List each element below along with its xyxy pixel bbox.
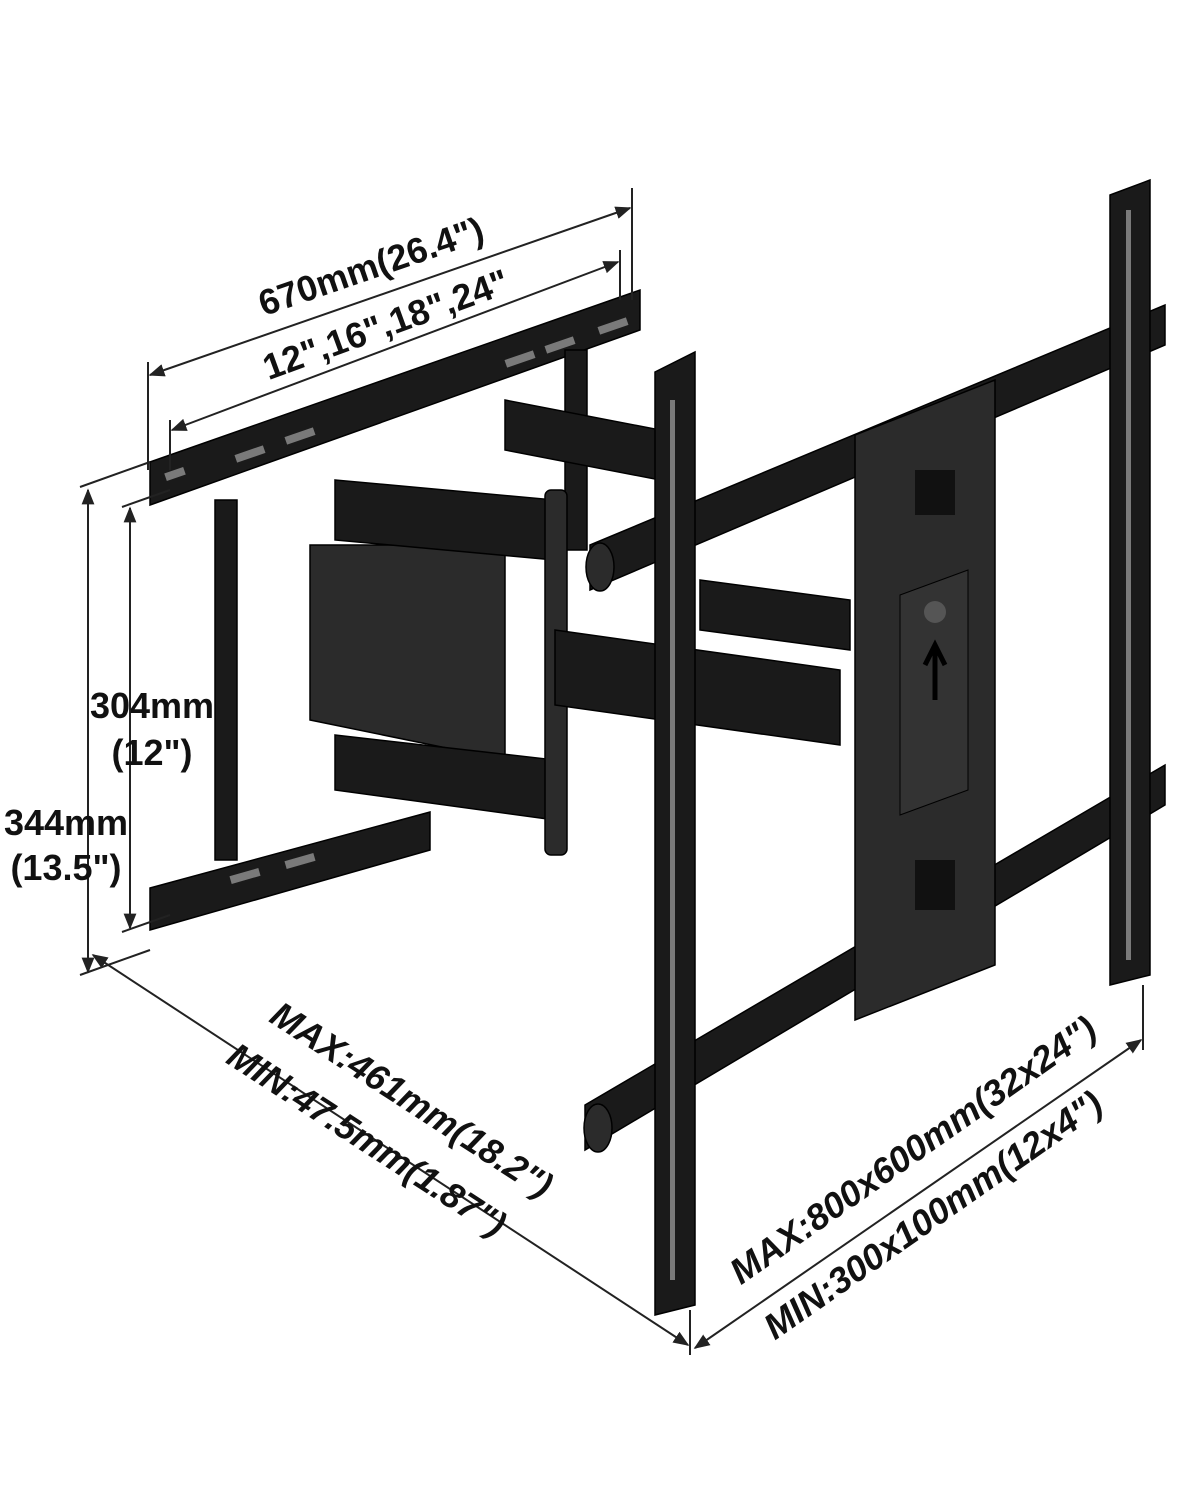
hole-spacing-label-in: (12") (111, 732, 192, 773)
lower-arm (334, 734, 556, 821)
plate-height-label-in: (13.5") (10, 847, 121, 888)
up-arrow-icon (922, 639, 948, 700)
dimension-lines (79, 188, 1144, 1355)
stud-dimension-line (170, 261, 620, 431)
middle-arm (554, 629, 841, 746)
hole-spacing-label-mm: 304mm (90, 685, 214, 726)
vesa-dimension-line (693, 1039, 1143, 1349)
wall-plate-bottom-rail (149, 811, 431, 931)
extension-dimension-line (91, 954, 690, 1346)
wall-plate-upright (214, 499, 238, 861)
front-arm (699, 579, 851, 651)
plate-height-label-mm: 344mm (4, 802, 128, 843)
arm-back-box (309, 544, 506, 761)
